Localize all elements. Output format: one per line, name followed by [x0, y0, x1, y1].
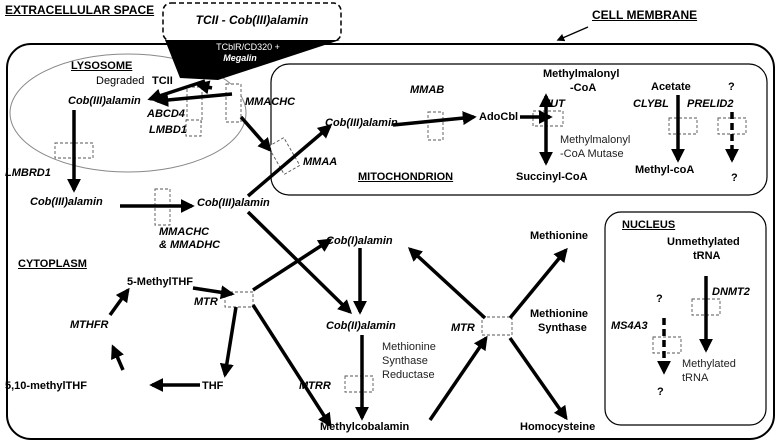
cytoplasm-label: CYTOPLASM — [18, 258, 87, 270]
methionine-synthase-2: Synthase — [538, 322, 587, 334]
unmethylated-trna-2: tRNA — [693, 250, 721, 262]
mmachc-mmadhc-label-2: & MMADHC — [159, 239, 221, 251]
tcii-label: TCII — [152, 75, 173, 87]
mmcoa-label-1: Methylmalonyl — [543, 68, 620, 80]
dnmt2-label: DNMT2 — [712, 286, 750, 298]
ms4a3-label: MS4A3 — [611, 320, 648, 332]
mmab-label: MMAB — [410, 84, 445, 96]
mmab-box — [427, 111, 444, 141]
mtr-right-box — [481, 316, 513, 336]
methylcoa-label: Methyl-coA — [635, 164, 695, 176]
mmaa-box — [267, 137, 301, 175]
ms-reductase-3: Reductase — [382, 369, 435, 381]
mthfr-label: MTHFR — [70, 319, 109, 331]
cytoplasm-cbl-mid: Cob(III)alamin — [197, 197, 270, 209]
degraded-label: Degraded — [96, 75, 145, 87]
extracellular-label: EXTRACELLULAR SPACE — [5, 3, 155, 17]
clybl-label: CLYBL — [633, 98, 669, 110]
mito-cbl-label: Cob(III)alamin — [325, 117, 398, 129]
mitochondrion-outline — [270, 63, 768, 196]
cell-membrane-label: CELL MEMBRANE — [592, 8, 698, 22]
receptor-funnel — [165, 40, 340, 80]
cob-i-label: Cob(I)alamin — [326, 235, 393, 247]
abcd4-label: ABCD4 — [147, 108, 185, 120]
mtr-left-label: MTR — [194, 296, 218, 308]
receptor-label: TCblR/CD320 + — [216, 42, 280, 52]
homocysteine-label: Homocysteine — [520, 421, 596, 433]
dashed-arrows — [657, 112, 739, 375]
nucleus-question-2: ? — [657, 386, 664, 398]
ms-reductase-2: Synthase — [382, 355, 428, 367]
methylthf-label: 5-MethylTHF — [127, 276, 193, 288]
methylcobalamin-label: Methylcobalamin — [320, 421, 410, 433]
acetate-label: Acetate — [651, 81, 691, 93]
mitochondrion-label: MITOCHONDRION — [358, 171, 454, 183]
succinyl-coa-label: Succinyl-CoA — [516, 171, 588, 183]
membrane-pointer — [556, 26, 589, 42]
methylated-trna-1: Methylated — [682, 358, 736, 370]
ms-reductase-1: Methionine — [382, 341, 436, 353]
cell-membrane — [6, 43, 775, 440]
lysosome-label: LYSOSOME — [71, 60, 133, 72]
mmaa-label: MMAA — [303, 156, 338, 168]
megalin-label: Megalin — [223, 53, 257, 63]
clybl-box — [668, 117, 698, 135]
lmbd1-label: LMBD1 — [149, 124, 187, 136]
mtrr-box — [344, 375, 374, 393]
unmethylated-trna-1: Unmethylated — [667, 236, 740, 248]
cytoplasm-cbl-left: Cob(III)alamin — [30, 196, 103, 208]
ms4a3-box — [652, 336, 682, 354]
cob-ii-label: Cob(II)alamin — [326, 320, 396, 332]
tcii-complex-label: TCII - Cob(III)alamin — [195, 13, 309, 27]
mmachc-top-box — [225, 83, 242, 123]
methylated-trna-2: tRNA — [682, 372, 709, 384]
adocbl-label: AdoCbl — [479, 111, 519, 123]
lmbd1-box — [185, 119, 202, 137]
methylenethf-label: 5,10-methylTHF — [5, 380, 87, 392]
lmbrd1-label: LMBRD1 — [5, 167, 51, 179]
methionine-label: Methionine — [530, 230, 589, 242]
nucleus-label: NUCLEUS — [622, 219, 676, 231]
mito-question-1: ? — [728, 81, 735, 93]
mcm-label-2: -CoA Mutase — [560, 148, 624, 160]
pathway-arrows — [67, 79, 713, 428]
mtrr-label: MTRR — [299, 380, 331, 392]
lysosome-cbl-label: Cob(III)alamin — [68, 95, 141, 107]
mtr-right-label: MTR — [451, 322, 475, 334]
prelid2-label: PRELID2 — [687, 98, 734, 110]
nucleus-question-1: ? — [656, 293, 663, 305]
mmachc-mmadhc-label-1: MMACHC — [159, 226, 210, 238]
mito-question-2: ? — [731, 172, 738, 184]
thf-label: THF — [202, 380, 224, 392]
mmachc-top-label: MMACHC — [245, 96, 296, 108]
mmcoa-label-2: -CoA — [570, 82, 597, 94]
mut-label: MUT — [541, 98, 565, 110]
mcm-label-1: Methylmalonyl — [560, 134, 631, 146]
abcd4-box — [186, 86, 203, 123]
nucleus-outline — [604, 211, 767, 426]
methionine-synthase-1: Methionine — [530, 308, 589, 320]
lysosome-outline — [9, 53, 247, 173]
